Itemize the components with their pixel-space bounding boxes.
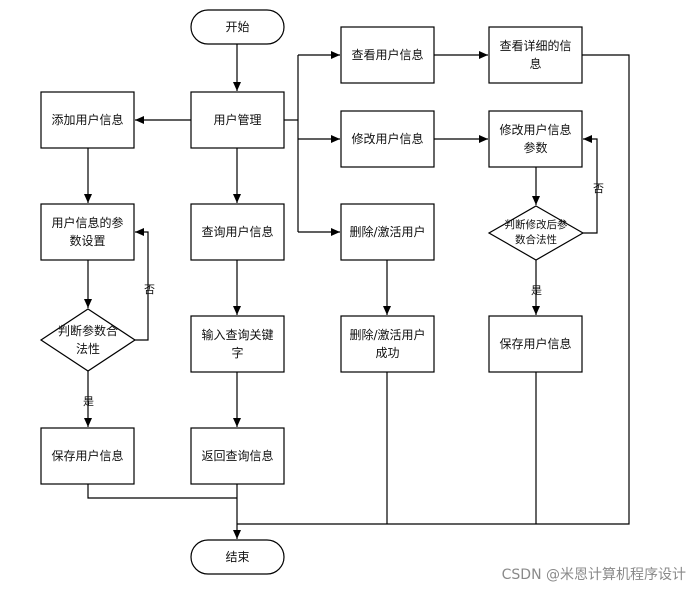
edge-label-no-left: 否 xyxy=(144,283,155,296)
diamond-check-legal-right xyxy=(487,205,585,261)
edge-check-right-no xyxy=(583,135,598,234)
box-view-detail xyxy=(488,26,583,84)
box-user-mgmt xyxy=(190,91,285,149)
edge-label-no-right: 否 xyxy=(593,182,604,195)
edge-save-left-merge xyxy=(87,484,237,499)
box-input-keyword xyxy=(190,315,285,373)
box-view-user xyxy=(340,26,435,84)
edge-label-yes-left: 是 xyxy=(83,395,94,408)
start-terminator xyxy=(190,9,285,45)
box-set-params xyxy=(40,203,135,261)
box-add-user xyxy=(40,91,135,149)
box-delete-success xyxy=(340,315,435,373)
diamond-check-legal-left xyxy=(39,308,137,372)
edge-check-left-no xyxy=(135,228,149,341)
box-save-left xyxy=(40,427,135,485)
box-edit-params xyxy=(488,110,583,168)
box-return-query xyxy=(190,427,285,485)
watermark-text: CSDN @米恩计算机程序设计 xyxy=(501,567,686,583)
box-edit-user xyxy=(340,110,435,168)
end-terminator xyxy=(190,539,285,575)
edge-label-yes-right: 是 xyxy=(531,284,542,297)
edge-detail-merge xyxy=(237,54,630,525)
box-query-user xyxy=(190,203,285,261)
box-delete-activate xyxy=(340,203,435,261)
box-save-right xyxy=(488,315,583,373)
